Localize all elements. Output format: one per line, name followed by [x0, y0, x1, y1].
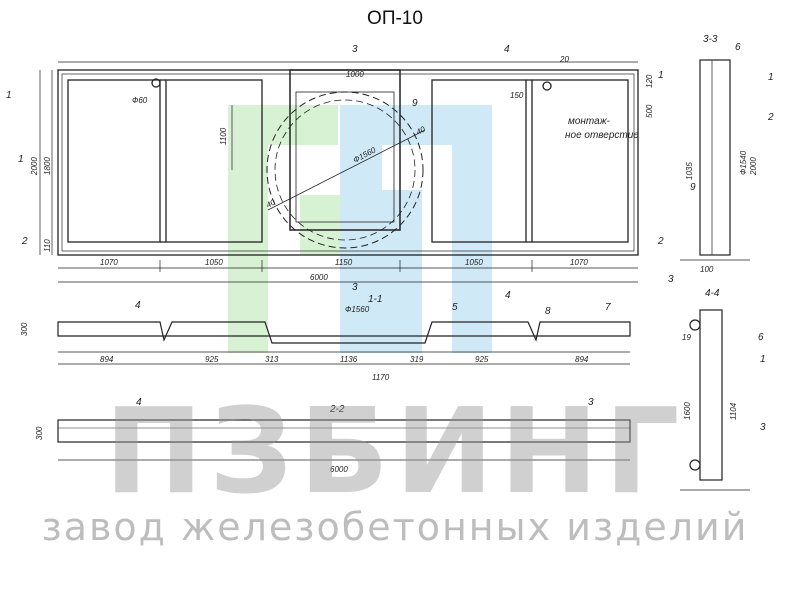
elevation-labels: 1070 1050 1150 1050 1070 6000 1000 20 15… [6, 44, 664, 301]
section-mark-2-left: 2 [21, 236, 28, 247]
section-mark-2-right: 2 [657, 236, 664, 247]
section-4-4-title: 4-4 [705, 288, 720, 299]
dim-1100: 1100 [219, 127, 228, 145]
section-mark-4-bottom: 4 [505, 290, 511, 301]
dim-1035: 1035 [685, 162, 694, 180]
dim-319: 319 [410, 355, 424, 364]
dim-r-120: 120 [645, 74, 654, 88]
hole-right [542, 81, 552, 91]
dim-925-right: 925 [475, 355, 489, 364]
dim-1104: 1104 [729, 402, 738, 420]
section-3-3 [680, 59, 750, 261]
section-2-2-labels: 2-2 300 6000 4 3 [35, 397, 594, 474]
callout-3-s33: 3 [668, 274, 674, 285]
hole-left [151, 78, 161, 88]
dim-phi1540: Ф1540 [739, 150, 748, 175]
callout-9: 9 [412, 98, 418, 109]
right-bay-1 [431, 79, 527, 243]
dim-894-right: 894 [575, 355, 589, 364]
dim-6000-s22: 6000 [330, 465, 348, 474]
dim-1050-right: 1050 [465, 258, 483, 267]
section-1-1-title: 1-1 [368, 294, 382, 305]
watermark-tagline: завод железобетонных изделий [41, 505, 749, 549]
logo-block-blue-left [340, 105, 382, 353]
right-bay-2 [531, 79, 629, 243]
callout-4-s22: 4 [136, 397, 142, 408]
section-2-2-outline [57, 419, 631, 443]
section-1-1-labels: 1-1 300 894 925 313 1136 319 925 894 Ф15… [20, 294, 611, 382]
section-4-4-outline [699, 309, 723, 481]
section-mark-3-bottom: 3 [352, 282, 358, 293]
dim-313: 313 [265, 355, 279, 364]
left-bay-2 [165, 79, 263, 243]
callout-9-s33: 9 [690, 182, 696, 193]
callout-5-s11: 5 [452, 302, 458, 313]
callout-8-s11: 8 [545, 306, 551, 317]
note-line-2: ное отверстие [565, 130, 639, 141]
drawing-title: ОП-10 [367, 8, 423, 29]
dim-894-left: 894 [100, 355, 114, 364]
dim-1600: 1600 [683, 402, 692, 420]
dim-300-s22: 300 [35, 426, 44, 440]
dim-1000: 1000 [346, 70, 364, 79]
section-1-1-profile [57, 321, 631, 344]
section-mark-4-top: 4 [504, 44, 510, 55]
dim-1070-left: 1070 [100, 258, 118, 267]
callout-1-s33: 1 [768, 72, 774, 83]
callout-6-s33: 6 [735, 42, 741, 53]
dim-2000-s33: 2000 [749, 157, 758, 176]
dim-925-left: 925 [205, 355, 219, 364]
watermark-logo [228, 105, 492, 353]
section-mark-1-left: 1 [18, 154, 24, 165]
dim-1170: 1170 [372, 373, 390, 382]
dim-19: 19 [682, 333, 691, 342]
section-3-3-title: 3-3 [703, 34, 718, 45]
dim-phi60: Ф60 [132, 96, 148, 105]
callout-6-s44: 6 [758, 332, 764, 343]
section-mark-3-top: 3 [352, 44, 358, 55]
section-3-3-labels: 3-3 100 Ф1540 2000 1035 6 1 2 9 3 [668, 34, 774, 285]
dim-6000: 6000 [310, 273, 328, 282]
dim-1070-right: 1070 [570, 258, 588, 267]
section-mark-1-right: 1 [658, 70, 664, 81]
section-2-2-title: 2-2 [329, 404, 345, 415]
callout-3-s44: 3 [760, 422, 766, 433]
logo-block-green-top [268, 105, 338, 145]
watermark-brand: ПЗБИНГ [104, 382, 686, 520]
callout-2-s33: 2 [767, 112, 774, 123]
dim-r-500: 500 [645, 104, 654, 118]
dim-1136: 1136 [340, 355, 358, 364]
section-3-3-outline [699, 59, 731, 256]
callout-1-s44: 1 [760, 354, 766, 365]
dim-20: 20 [559, 55, 569, 64]
dim-300-s33: 100 [700, 265, 714, 274]
logo-block-green-mid [300, 195, 340, 255]
dim-2000: 2000 [30, 157, 39, 176]
logo-block-green-left [228, 105, 268, 353]
dim-1150: 1150 [335, 258, 353, 267]
callout-4-s11: 4 [135, 300, 141, 311]
dim-110: 110 [43, 239, 52, 252]
dashed-circle-1560 [266, 91, 424, 249]
left-bay-1 [67, 79, 161, 243]
note-line-1: монтаж- [568, 116, 611, 127]
logo-block-blue-inner [382, 190, 422, 353]
callout-7-s11: 7 [605, 302, 611, 313]
dim-1050-left: 1050 [205, 258, 223, 267]
section-2-2 [57, 419, 631, 461]
dim-1800: 1800 [43, 157, 52, 175]
section-4-4 [680, 309, 750, 491]
section-4-4-labels: 4-4 19 1600 1104 6 1 3 [682, 288, 766, 433]
center-opening [289, 69, 401, 231]
section-1-1 [57, 321, 631, 365]
logo-block-blue-right [452, 105, 492, 353]
dim-phi1560-section: Ф1560 [345, 305, 370, 314]
dim-300: 300 [20, 322, 29, 336]
callout-1: 1 [6, 90, 12, 101]
callout-3-s22: 3 [588, 397, 594, 408]
panel-elevation [39, 61, 639, 283]
dim-150: 150 [510, 91, 524, 100]
